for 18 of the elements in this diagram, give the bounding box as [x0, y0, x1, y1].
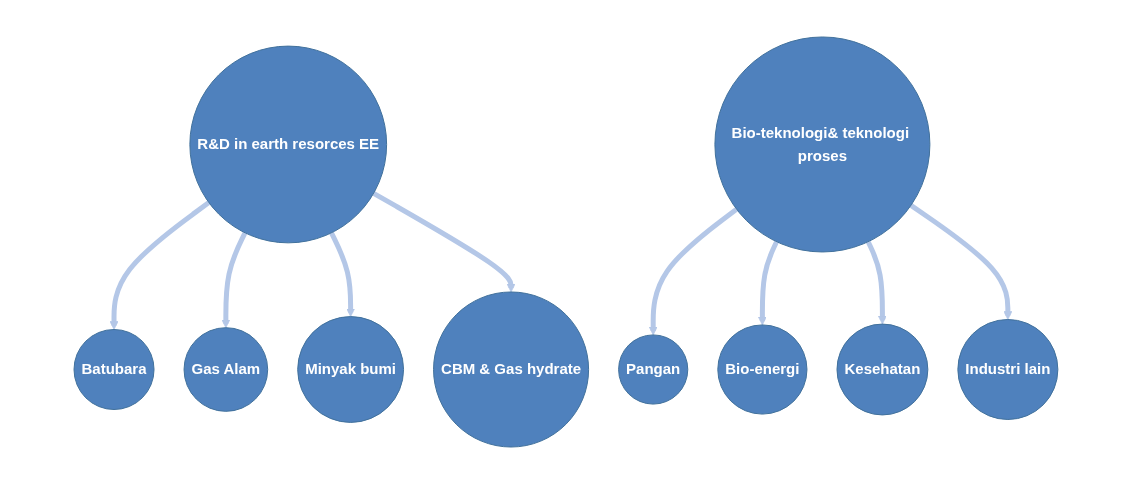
arrow: [109, 200, 210, 330]
node-circle: Bio-teknologi& teknologi proses: [713, 36, 930, 253]
arrow: [221, 231, 247, 329]
node-circle: CBM & Gas hydrate: [432, 291, 589, 448]
node-circle: R&D in earth resorces EE: [188, 45, 387, 244]
arrow: [371, 191, 516, 293]
arrow: [757, 240, 779, 326]
arrow: [865, 240, 887, 325]
node-circle: Kesehatan: [836, 323, 928, 416]
arrow: [328, 231, 355, 317]
arrow: [909, 203, 1012, 320]
node-circle: Minyak bumi: [296, 316, 404, 423]
node-circle: Bio-energi: [716, 324, 808, 415]
node-circle: Batubara: [73, 329, 155, 410]
arrow: [648, 207, 738, 336]
node-circle: Pangan: [617, 334, 688, 405]
node-circle: Industri lain: [956, 319, 1058, 420]
node-circle: Gas Alam: [183, 327, 268, 412]
